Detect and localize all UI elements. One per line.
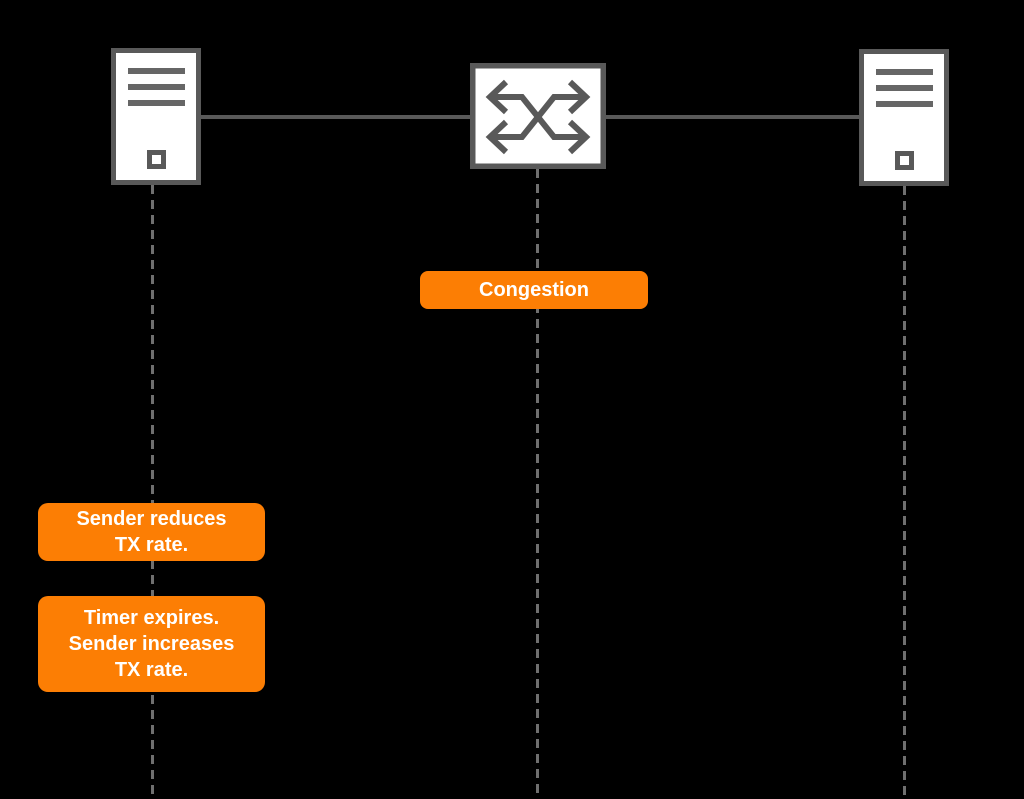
switch-icon [470,63,606,169]
link-switch-receiver [606,115,859,119]
receiver-lifeline [903,186,906,797]
sender-server-icon [111,48,201,185]
link-sender-switch [201,115,470,119]
server-vent-slots [128,68,185,106]
sender-reduces-label: Sender reduces TX rate. [38,503,265,561]
server-power-button [895,151,914,170]
server-power-button [147,150,166,169]
timer-expires-label: Timer expires. Sender increases TX rate. [38,596,265,692]
switch-crossed-arrows [485,79,591,155]
switch-lifeline [536,169,539,797]
server-vent-slots [876,69,933,107]
receiver-server-icon [859,49,949,186]
congestion-label: Congestion [420,271,648,309]
sender-lifeline [151,185,154,797]
